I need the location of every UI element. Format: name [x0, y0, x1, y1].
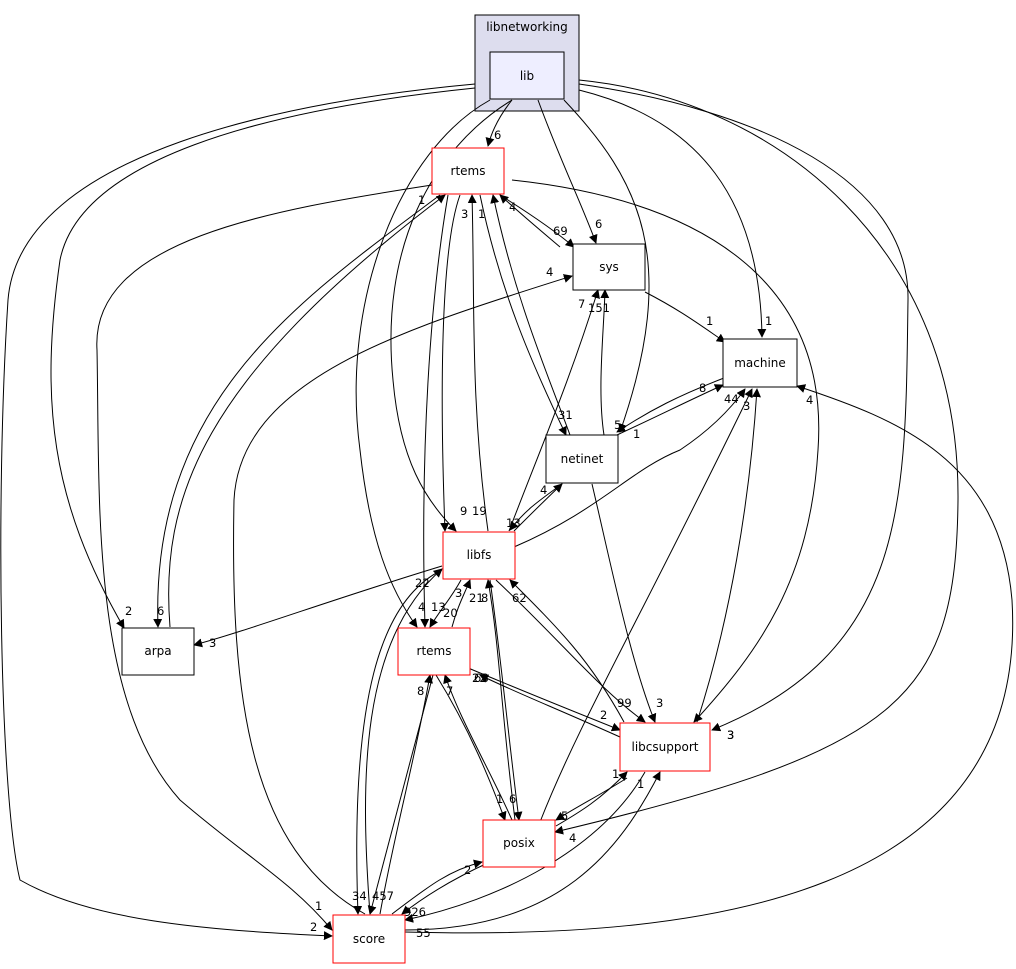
edge-label: 1 — [418, 193, 425, 207]
edge-label: 31 — [558, 408, 573, 422]
edge-label: 4 — [509, 200, 516, 214]
node-netinet-label: netinet — [561, 452, 604, 466]
edge-label: 22 — [415, 576, 430, 590]
edge-label: 1 — [496, 792, 503, 806]
node-machine[interactable]: machine — [722, 338, 798, 388]
edge-label: 99 — [617, 696, 632, 710]
node-libfs-label: libfs — [467, 548, 492, 562]
node-lib[interactable]: lib — [489, 51, 565, 100]
edge-label: 4 — [418, 600, 425, 614]
edge-label: 3 — [743, 399, 750, 413]
edge-label: 9 — [460, 504, 467, 518]
node-posix-label: posix — [503, 836, 535, 850]
edge-label: 3 — [461, 207, 468, 221]
edge-label: 1 — [633, 427, 640, 441]
edge-label: 6 — [157, 604, 164, 618]
node-sys[interactable]: sys — [572, 243, 646, 291]
node-score-label: score — [353, 932, 385, 946]
edge-label: 3 — [656, 696, 663, 710]
node-libfs[interactable]: libfs — [442, 531, 516, 580]
edge-label: 2 — [310, 920, 317, 934]
node-machine-label: machine — [734, 356, 786, 370]
edge-label: 4 — [546, 265, 553, 279]
edge-label: 13 — [506, 516, 521, 530]
edge-label: 5 — [614, 418, 621, 432]
edge-label: 8 — [481, 591, 488, 605]
edge-label: 2 — [600, 708, 607, 722]
edge-label: 4 — [569, 831, 576, 845]
edge-label: 69 — [553, 224, 568, 238]
edge-label: 44 — [724, 392, 739, 406]
edges — [0, 79, 1014, 941]
edge-label: 1 — [478, 207, 485, 221]
edge-label: 20 — [443, 606, 458, 620]
edge-label: 6 — [509, 792, 516, 806]
edge-label: 4 — [540, 483, 547, 497]
node-lib-label: lib — [520, 69, 534, 83]
edge-label: 2 — [464, 863, 471, 877]
node-arpa[interactable]: arpa — [121, 627, 195, 676]
edge-label: 34 — [352, 889, 367, 903]
edge-labels: 6 6 9 19 2 6 1 1 5 22 3 1 2 3 4 69 1 3 1… — [125, 128, 813, 940]
edge-label: 1 — [637, 777, 644, 791]
edge-label: 3 — [727, 728, 734, 742]
edge-label: 1 — [612, 767, 619, 781]
edge-label: 3 — [727, 728, 734, 742]
edge-label: 19 — [472, 504, 487, 518]
edge-label: 151 — [588, 301, 610, 315]
node-netinet[interactable]: netinet — [545, 434, 619, 484]
edge-label: 926 — [404, 905, 426, 919]
node-sys-label: sys — [599, 260, 619, 274]
edge-label: 7 — [446, 684, 453, 698]
edge-label: 3 — [455, 586, 462, 600]
node-rtems-mid[interactable]: rtems — [397, 627, 471, 676]
edge-label: 2 — [125, 604, 132, 618]
node-score[interactable]: score — [332, 914, 406, 964]
edge-label: 6 — [494, 128, 501, 142]
node-posix[interactable]: posix — [482, 819, 556, 868]
cluster-label: libnetworking — [486, 20, 568, 34]
node-rtems-top-label: rtems — [451, 164, 486, 178]
node-rtems-mid-label: rtems — [417, 644, 452, 658]
edge-label: 8 — [699, 381, 706, 395]
edge-label: 3 — [209, 636, 216, 650]
edge-label: 21 — [469, 591, 484, 605]
edge-label: 22 — [472, 671, 487, 685]
node-rtems-top[interactable]: rtems — [431, 147, 505, 195]
edge-label: 6 — [595, 217, 602, 231]
edge-label: 62 — [512, 591, 527, 605]
node-libcsupport[interactable]: libcsupport — [619, 722, 711, 772]
edge-label: 1 — [765, 314, 772, 328]
edge-label: 457 — [372, 889, 394, 903]
edge-label: 8 — [417, 684, 424, 698]
node-arpa-label: arpa — [144, 644, 171, 658]
edge-label: 13 — [431, 600, 446, 614]
edge-label: 1 — [706, 314, 713, 328]
edge-label: 4 — [806, 393, 813, 407]
node-libcsupport-label: libcsupport — [632, 740, 699, 754]
edge-label: 68 — [474, 671, 489, 685]
edge-label: 7 — [578, 297, 585, 311]
edge-label: 55 — [416, 926, 431, 940]
edge-label: 5 — [561, 809, 568, 823]
edge-label: 1 — [315, 899, 322, 913]
